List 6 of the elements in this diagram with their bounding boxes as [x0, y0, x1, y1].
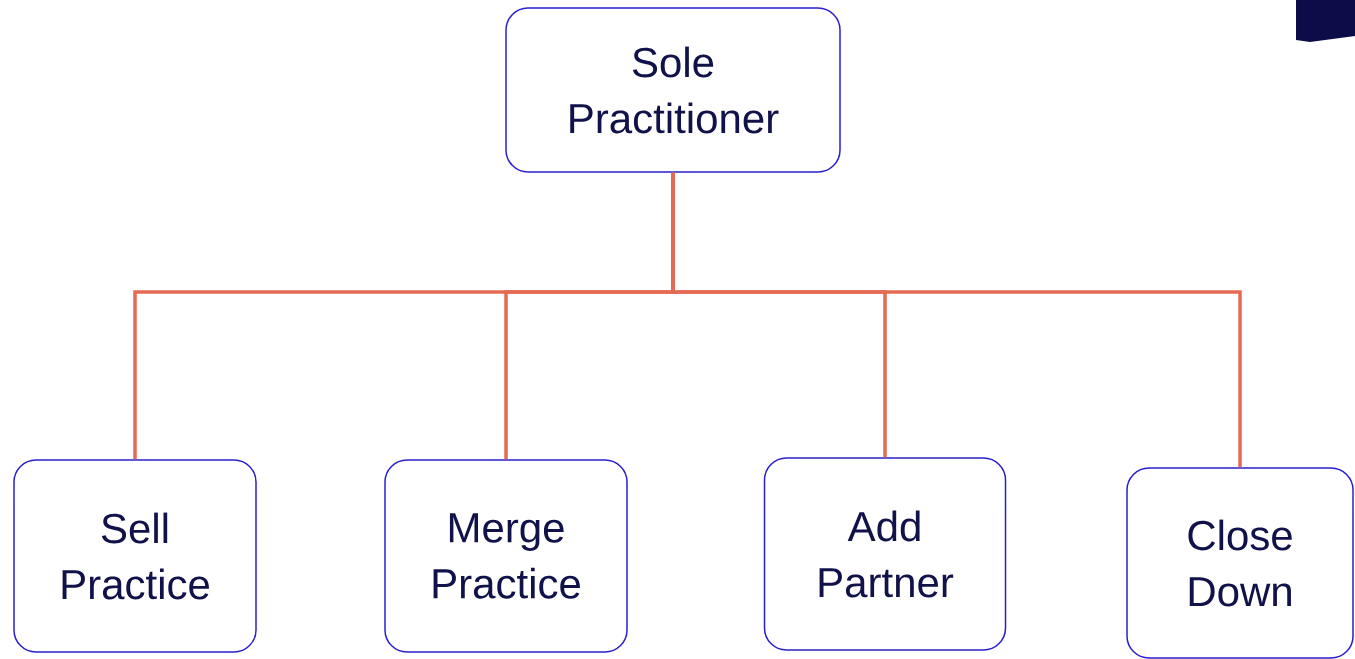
process-box: Sell Practice — [13, 459, 257, 653]
process-box: Sole Practitioner — [505, 7, 841, 173]
connector-line — [671, 172, 1242, 468]
process-box: Merge Practice — [384, 459, 628, 653]
process-box: Add Partner — [763, 457, 1007, 651]
process-box: Close Down — [1126, 467, 1354, 659]
